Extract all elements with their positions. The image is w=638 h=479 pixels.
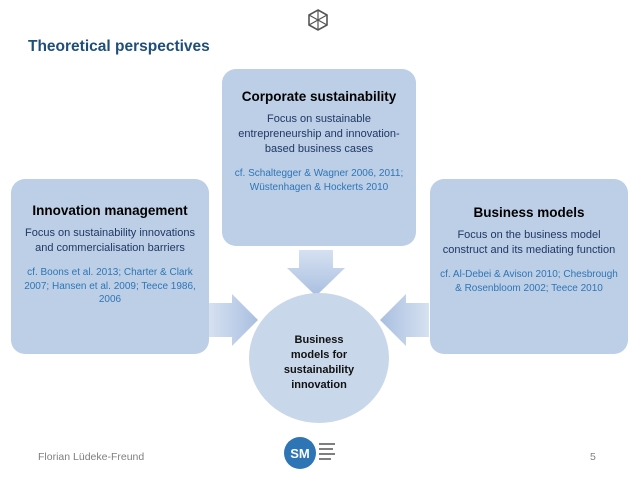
center-label: Business models for sustainability innov… [259, 333, 379, 393]
hexagon-cube-icon [308, 9, 328, 31]
business-focus: Focus on the business model construct an… [442, 229, 616, 256]
corporate-sustainability-box: Corporate sustainability Focus on sustai… [222, 69, 416, 246]
innovation-heading: Innovation management [32, 203, 188, 218]
centre-for-sustainability-management-logo: SM [284, 437, 335, 469]
arrow-down [287, 250, 345, 296]
innovation-management-box: Innovation management Focus on sustainab… [11, 179, 209, 354]
innovation-focus: Focus on sustainability innovations and … [25, 227, 195, 254]
innovation-citations: cf. Boons et al. 2013; Charter & Clark 2… [24, 267, 196, 305]
corporate-citations: cf. Schaltegger & Wagner 2006, 2011; Wüs… [234, 168, 404, 193]
arrow-right [209, 294, 258, 346]
page-number: 5 [590, 451, 596, 463]
center-line: innovation [291, 379, 347, 391]
business-heading: Business models [473, 205, 585, 220]
slide-title: Theoretical perspectives [28, 38, 210, 55]
business-models-box: Business models Focus on the business mo… [430, 179, 628, 354]
svg-text:SM: SM [290, 446, 310, 461]
center-line: Business [294, 334, 344, 346]
corporate-heading: Corporate sustainability [241, 89, 397, 104]
center-circle [249, 293, 389, 423]
corporate-focus: Focus on sustainable entrepreneurship an… [238, 113, 400, 155]
center-line: models for [290, 349, 348, 361]
arrow-left [380, 294, 429, 346]
business-citations: cf. Al-Debei & Avison 2010; Chesbrough &… [440, 269, 618, 294]
center-line: sustainability [283, 364, 355, 376]
footer-author: Florian Lüdeke-Freund [38, 451, 145, 463]
